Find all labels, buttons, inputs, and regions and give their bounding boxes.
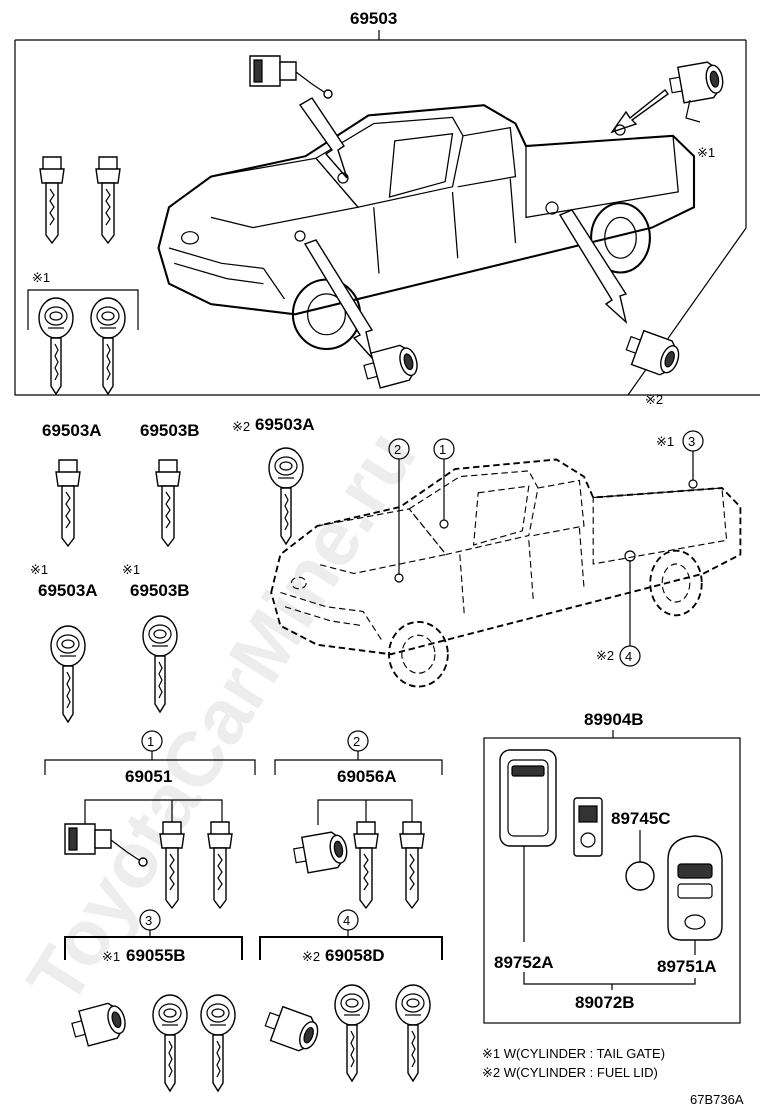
pointer-arrow (558, 209, 628, 325)
bracket (27, 289, 139, 330)
set2-num: 2 (353, 734, 360, 749)
blade-key-image (207, 821, 233, 909)
note-fuel-lid: ※2 W(CYLINDER : FUEL LID) (482, 1065, 658, 1080)
label-89072B: 89072B (575, 993, 635, 1012)
transponder-key-image (50, 625, 86, 723)
pointer-arrow (298, 97, 348, 179)
callout-2: 2 (394, 442, 401, 457)
set3-mark: ※1 (102, 949, 120, 964)
set4-num: 4 (343, 913, 350, 928)
location-dot (337, 172, 349, 184)
transponder-key-image (38, 297, 74, 395)
battery-image (625, 861, 655, 891)
location-dot (394, 573, 404, 583)
diagram-code: 67B736A (690, 1092, 744, 1107)
blade-key-image (95, 156, 121, 244)
remote-box (483, 737, 741, 1024)
label-69051: 69051 (125, 767, 172, 786)
note-mark-2: ※2 (645, 392, 663, 407)
callout-4: 4 (625, 649, 632, 664)
location-dot (294, 230, 306, 242)
blade-key-image (39, 156, 65, 244)
label-69503A-2: 69503A (255, 415, 315, 434)
transponder-key-image (200, 994, 236, 1092)
set4-mark: ※2 (302, 949, 320, 964)
location-dot (614, 124, 626, 136)
set1-num: 1 (147, 734, 154, 749)
label-89752A: 89752A (494, 953, 554, 972)
smart-key-image (667, 835, 723, 941)
label-89745C: 89745C (611, 809, 671, 828)
label-89751A: 89751A (657, 957, 717, 976)
label-69503B: 69503B (140, 421, 200, 440)
label-69503: 69503 (350, 9, 397, 28)
label-69055B: 69055B (126, 946, 186, 965)
note-mark-1: ※1 (30, 562, 48, 577)
location-dot (439, 519, 449, 529)
note-mark-1: ※1 (122, 562, 140, 577)
transponder-key-image (142, 615, 178, 713)
label-69503B-2: 69503B (130, 581, 190, 600)
note-mark-2: ※2 (596, 648, 614, 663)
location-dot (545, 201, 559, 215)
set3-num: 3 (145, 913, 152, 928)
label-69056A: 69056A (337, 767, 397, 786)
location-dot (624, 550, 636, 562)
note-mark-2: ※2 (232, 419, 250, 434)
transponder-key-image (334, 984, 370, 1082)
label-69503A-3: 69503A (38, 581, 98, 600)
door-cylinder-image (291, 829, 351, 876)
callout-1: 1 (439, 442, 446, 457)
transponder-key-image (90, 297, 126, 395)
label-69058D: 69058D (325, 946, 385, 965)
blade-key-image (55, 459, 81, 547)
blade-key-image (399, 821, 425, 909)
cylinder-lever (685, 99, 701, 123)
fuel-lid-cylinder-image (621, 326, 685, 380)
transponder-key-image (395, 984, 431, 1082)
pointer-arrow (303, 239, 374, 361)
blade-key-image (155, 459, 181, 547)
note-tail-gate: ※1 W(CYLINDER : TAIL GATE) (482, 1046, 665, 1061)
note-mark-1: ※1 (697, 145, 715, 160)
truck-illustration-top (157, 104, 696, 351)
label-89904B: 89904B (584, 710, 644, 729)
callout-3: 3 (688, 434, 695, 449)
tailgate-cylinder-image (667, 59, 727, 106)
door-lock-assembly-image (249, 55, 333, 99)
note-mark-1: ※1 (32, 270, 50, 285)
transponder-key-image (152, 994, 188, 1092)
fuel-lid-cylinder-image (260, 1002, 324, 1056)
label-69503A: 69503A (42, 421, 102, 440)
pointer-arrow (610, 89, 669, 134)
location-dot (688, 479, 698, 489)
note-mark-1: ※1 (656, 434, 674, 449)
blade-key-image (353, 821, 379, 909)
